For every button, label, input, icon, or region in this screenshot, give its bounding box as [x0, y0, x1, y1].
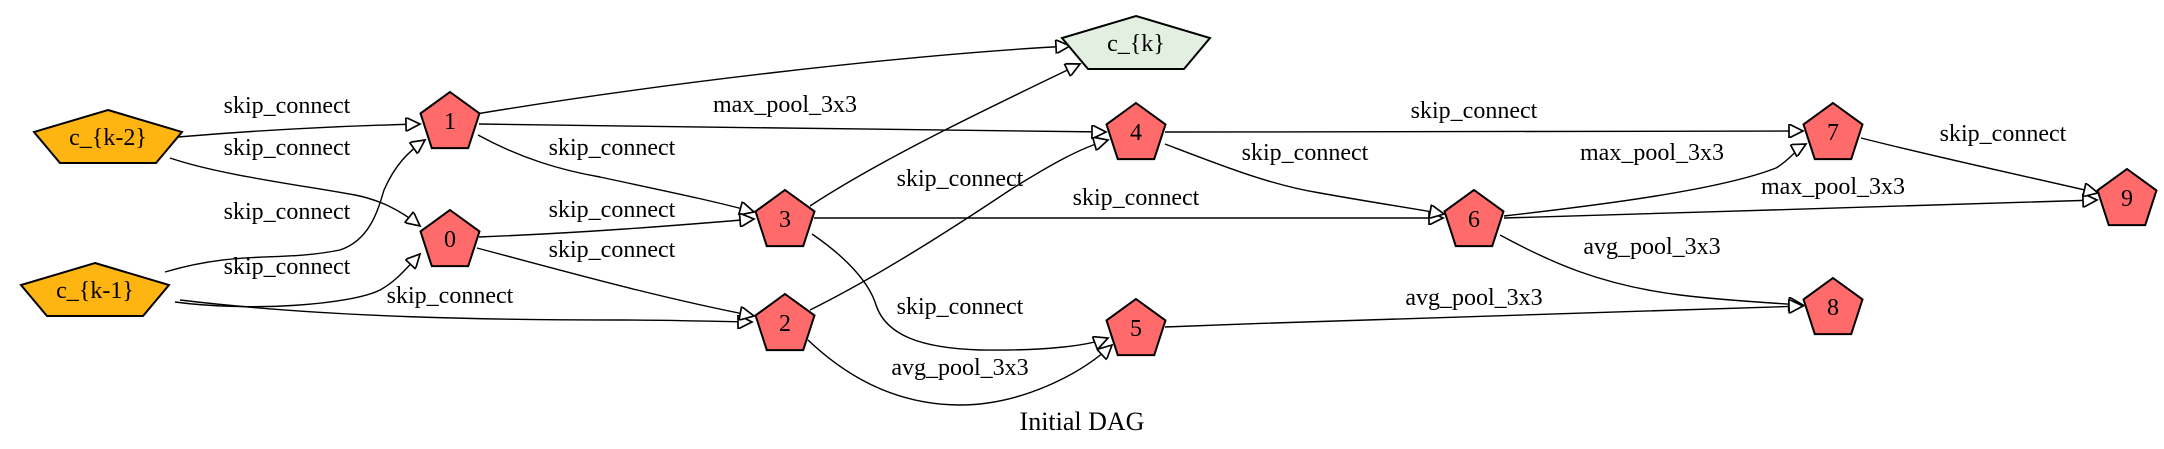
edge-ck2-to-n0 — [169, 157, 420, 226]
edge-label-n4-to-n7: skip_connect — [1411, 98, 1538, 124]
node-label-n0: 0 — [444, 227, 456, 253]
node-label-n1: 1 — [444, 109, 456, 135]
edge-n6-to-n8 — [1499, 234, 1803, 305]
node-label-ck: c_{k} — [1107, 31, 1165, 57]
node-n6: 6 — [1443, 188, 1505, 248]
edge-n6-to-n9 — [1503, 200, 2097, 219]
pentagon-shape — [19, 261, 171, 317]
node-n9: 9 — [2096, 167, 2158, 227]
edge-n6-to-n7 — [1503, 144, 1806, 217]
edge-n2-to-n5 — [807, 339, 1112, 406]
pentagon-shape — [419, 90, 481, 150]
pentagon-shape — [2096, 167, 2158, 227]
edge-label-n6-to-n8: avg_pool_3x3 — [1583, 234, 1720, 260]
node-n7: 7 — [1802, 101, 1864, 161]
edge-label-n3-to-n5: skip_connect — [897, 294, 1024, 320]
edge-label-n0-to-n3: skip_connect — [549, 197, 676, 223]
pentagon-shape — [754, 188, 816, 248]
node-label-n6: 6 — [1468, 207, 1480, 233]
edge-label-n1-to-n4: max_pool_3x3 — [713, 92, 857, 118]
edge-n0-to-n3 — [478, 219, 754, 238]
node-label-ck1: c_{k-1} — [56, 278, 134, 304]
edge-label-n4-to-n6: skip_connect — [1242, 140, 1369, 166]
edge-n1-to-n3 — [477, 134, 754, 212]
node-label-n9: 9 — [2121, 186, 2133, 212]
pentagon-shape — [32, 108, 184, 164]
pentagon-shape — [1105, 101, 1167, 161]
node-label-n8: 8 — [1827, 295, 1839, 321]
edge-n7-to-n9 — [1860, 137, 2098, 193]
node-label-n3: 3 — [779, 207, 791, 233]
edge-label-n2-to-n5: avg_pool_3x3 — [891, 355, 1028, 381]
pentagon-shape — [754, 292, 816, 352]
node-n8: 8 — [1802, 276, 1864, 336]
edges-layer — [164, 46, 2098, 406]
node-n5: 5 — [1105, 297, 1167, 357]
edge-labels-layer: skip_connectskip_connectskip_connectskip… — [224, 92, 2067, 381]
edge-label-n7-to-n9: skip_connect — [1940, 121, 2067, 147]
edge-label-ck1-to-n0: skip_connect — [224, 254, 351, 280]
node-n2: 2 — [754, 292, 816, 352]
edge-n0-to-n2 — [476, 247, 754, 316]
edge-label-ck1-to-n1: skip_connect — [224, 199, 351, 225]
node-label-n7: 7 — [1827, 120, 1839, 146]
pentagon-shape — [1802, 276, 1864, 336]
edge-label-ck2-to-n1: skip_connect — [224, 93, 351, 119]
edge-n2-to-n4 — [809, 140, 1108, 311]
edge-ck1-to-n1 — [164, 140, 425, 273]
edge-label-n5-to-n8: avg_pool_3x3 — [1405, 285, 1542, 311]
edge-n4-to-n6 — [1164, 143, 1444, 214]
edge-label-n6-to-n9: max_pool_3x3 — [1761, 174, 1905, 200]
edge-label-n3-to-n6: skip_connect — [1073, 185, 1200, 211]
node-n3: 3 — [754, 188, 816, 248]
node-ck2: c_{k-2} — [32, 108, 184, 164]
edge-label-n0-to-n2: skip_connect — [549, 237, 676, 263]
edge-label-n6-to-n7: max_pool_3x3 — [1580, 140, 1724, 166]
node-ck: c_{k} — [1060, 14, 1212, 70]
node-n1: 1 — [419, 90, 481, 150]
diagram-caption: Initial DAG — [1020, 407, 1145, 436]
edge-n4-to-n7 — [1164, 131, 1803, 132]
node-label-ck2: c_{k-2} — [69, 125, 147, 151]
node-label-n4: 4 — [1130, 120, 1142, 146]
edge-n3-to-n5 — [811, 233, 1108, 351]
edge-label-ck1-to-n2: skip_connect — [387, 283, 514, 309]
node-label-n2: 2 — [779, 311, 791, 337]
node-label-n5: 5 — [1130, 316, 1142, 342]
edge-ck1-to-n0 — [174, 254, 420, 308]
edge-n5-to-n8 — [1164, 306, 1803, 328]
pentagon-shape — [1443, 188, 1505, 248]
edge-label-n1-to-n3: skip_connect — [549, 135, 676, 161]
edge-ck2-to-n1 — [177, 124, 420, 138]
edge-n3-to-ck — [809, 64, 1080, 207]
edge-n1-to-ck — [475, 46, 1070, 115]
node-n4: 4 — [1105, 101, 1167, 161]
node-ck1: c_{k-1} — [19, 261, 171, 317]
nodes-layer: c_{k-2} c_{k-1} 0 1 2 3 4 5 6 7 8 9 c_{k} — [19, 14, 2158, 357]
pentagon-shape — [1060, 14, 1212, 70]
node-n0: 0 — [419, 208, 481, 268]
edge-ck1-to-n2 — [179, 299, 752, 322]
edge-label-ck2-to-n0: skip_connect — [224, 135, 351, 161]
pentagon-shape — [1105, 297, 1167, 357]
edge-label-n2-to-n4: skip_connect — [897, 166, 1024, 192]
pentagon-shape — [1802, 101, 1864, 161]
pentagon-shape — [419, 208, 481, 268]
edge-n1-to-n4 — [478, 123, 1106, 132]
